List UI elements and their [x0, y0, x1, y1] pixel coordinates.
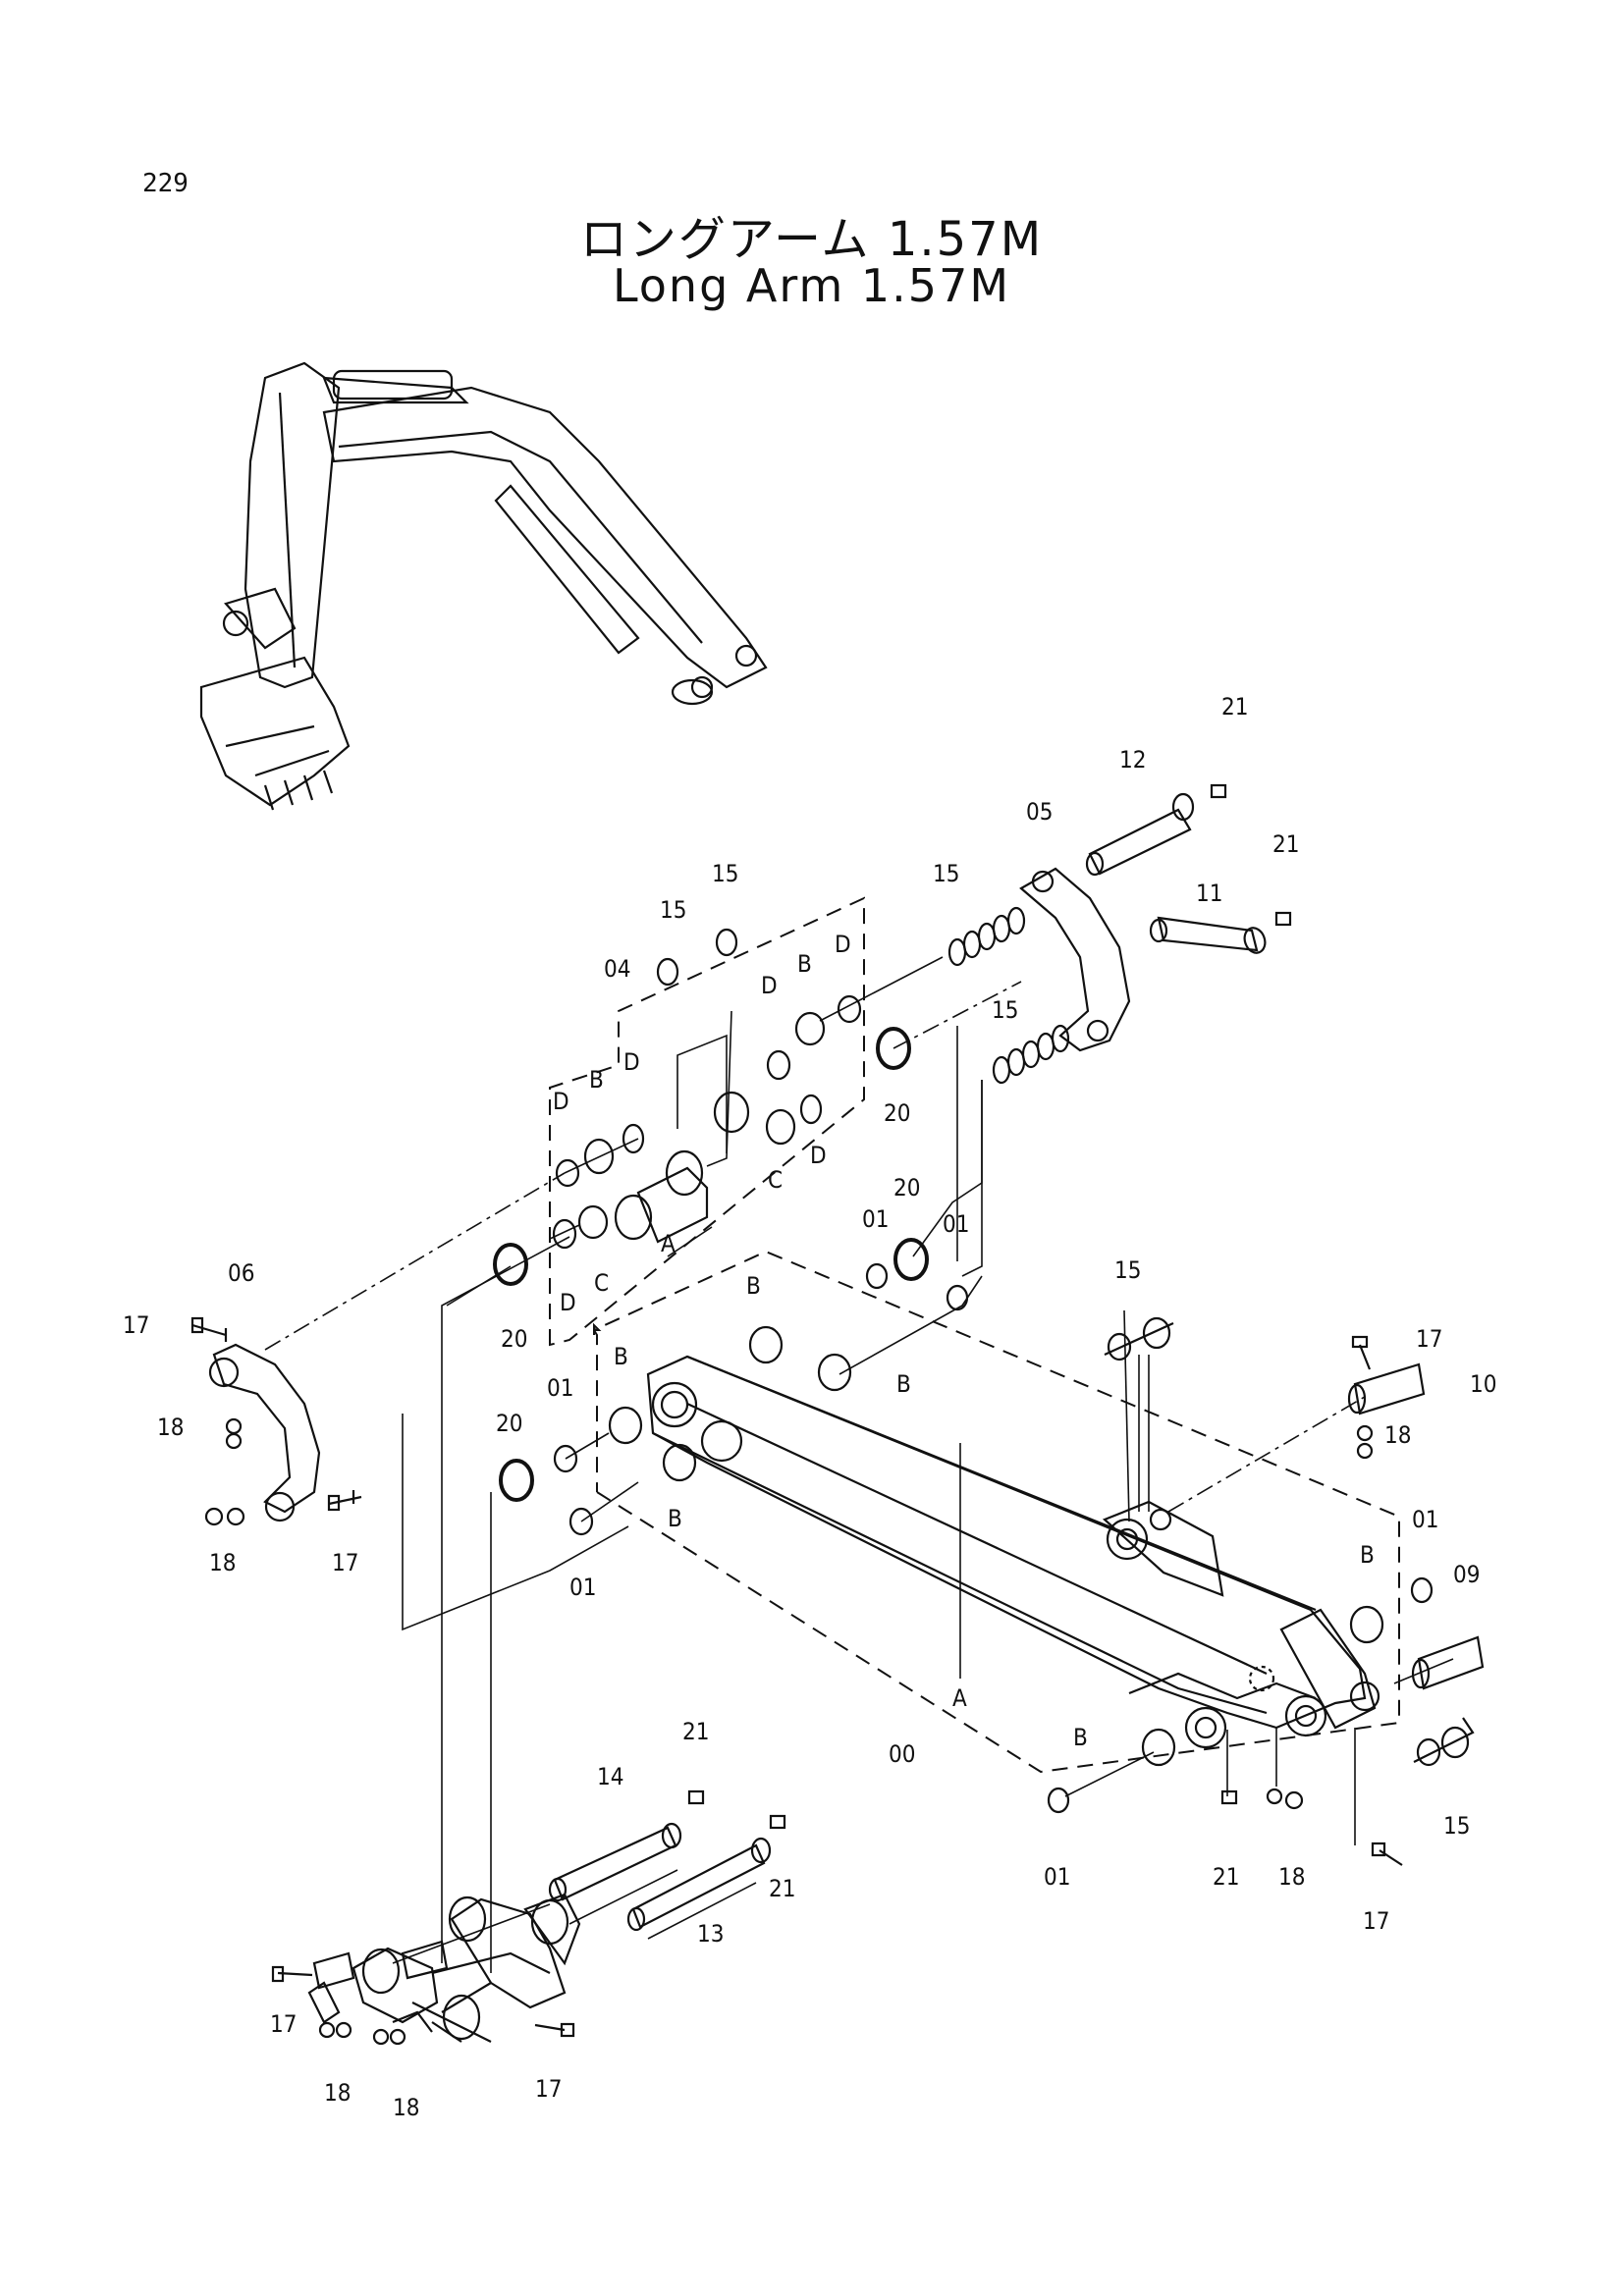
callout-17: 17 — [123, 1311, 149, 1339]
callout-20: 20 — [501, 1325, 527, 1353]
callout-B: B — [797, 950, 812, 978]
group-outlines — [549, 896, 1400, 1774]
callout-13: 13 — [697, 1920, 724, 1948]
callout-01: 01 — [862, 1205, 889, 1233]
callout-11: 11 — [1196, 880, 1222, 907]
callout-B: B — [589, 1066, 604, 1094]
callout-04: 04 — [604, 955, 630, 983]
callout-05: 05 — [1026, 798, 1053, 826]
callout-18: 18 — [209, 1549, 236, 1576]
callout-labels: 21 12 05 21 11 15 15 15 04 D B D 15 D B … — [123, 693, 1496, 2121]
callout-D: D — [835, 931, 851, 958]
callout-18: 18 — [1384, 1421, 1411, 1449]
bushings-and-seals — [493, 906, 1475, 1814]
callout-18: 18 — [324, 2079, 351, 2107]
callout-01: 01 — [547, 1374, 573, 1402]
callout-D: D — [761, 972, 778, 999]
callout-14: 14 — [597, 1763, 623, 1790]
callout-D: D — [553, 1088, 569, 1115]
callout-17: 17 — [270, 2010, 297, 2038]
callout-A: A — [952, 1684, 967, 1712]
callout-B: B — [1360, 1541, 1375, 1569]
callout-01: 01 — [1412, 1506, 1438, 1533]
callout-A: A — [661, 1230, 676, 1257]
callout-17: 17 — [535, 2075, 562, 2103]
callout-09: 09 — [1453, 1561, 1480, 1588]
link-plate — [1019, 867, 1131, 1052]
callout-15: 15 — [712, 860, 738, 887]
callout-21: 21 — [1221, 693, 1248, 721]
title-english: Long Arm 1.57M — [612, 259, 1011, 312]
callout-20: 20 — [893, 1174, 920, 1201]
callout-01: 01 — [569, 1574, 596, 1601]
callout-15: 15 — [992, 996, 1018, 1024]
callout-01: 01 — [1044, 1863, 1070, 1891]
callout-21: 21 — [769, 1875, 795, 1902]
callout-D: D — [560, 1289, 576, 1316]
callout-18: 18 — [157, 1414, 184, 1441]
callout-17: 17 — [332, 1549, 358, 1576]
arm-body — [646, 1355, 1380, 1749]
callout-15: 15 — [660, 896, 686, 924]
callout-B: B — [614, 1343, 628, 1370]
callout-17: 17 — [1363, 1907, 1389, 1935]
callout-B: B — [668, 1505, 682, 1532]
callout-12: 12 — [1119, 746, 1146, 774]
callout-B: B — [746, 1272, 761, 1300]
callout-21: 21 — [682, 1718, 709, 1745]
callout-15: 15 — [1443, 1812, 1470, 1840]
page-number: 229 — [142, 169, 189, 198]
fasteners — [190, 783, 1403, 2046]
callout-00: 00 — [889, 1740, 915, 1768]
pins — [548, 792, 1485, 1932]
callout-21: 21 — [1272, 830, 1299, 858]
title-japanese: ロングアーム 1.57M — [579, 212, 1044, 267]
callout-B: B — [896, 1370, 911, 1398]
callout-06: 06 — [228, 1259, 254, 1287]
excavator-overview-illustration — [199, 361, 768, 811]
callout-D: D — [810, 1142, 827, 1169]
callout-20: 20 — [496, 1410, 522, 1437]
assembly-centerlines — [264, 956, 1454, 1973]
link-06 — [208, 1343, 321, 1522]
callout-C: C — [594, 1269, 609, 1297]
callout-15: 15 — [1114, 1256, 1141, 1284]
callout-B: B — [1073, 1724, 1088, 1751]
callout-20: 20 — [884, 1099, 910, 1127]
callout-18: 18 — [1278, 1863, 1305, 1891]
callout-17: 17 — [1416, 1325, 1442, 1353]
callout-01: 01 — [943, 1210, 969, 1238]
callout-21: 21 — [1213, 1863, 1239, 1891]
callout-D: D — [623, 1048, 640, 1076]
callout-C: C — [768, 1166, 783, 1194]
bucket-links — [307, 1893, 581, 2043]
callout-18: 18 — [393, 2094, 419, 2121]
callout-10: 10 — [1470, 1370, 1496, 1398]
callout-15: 15 — [933, 860, 959, 887]
